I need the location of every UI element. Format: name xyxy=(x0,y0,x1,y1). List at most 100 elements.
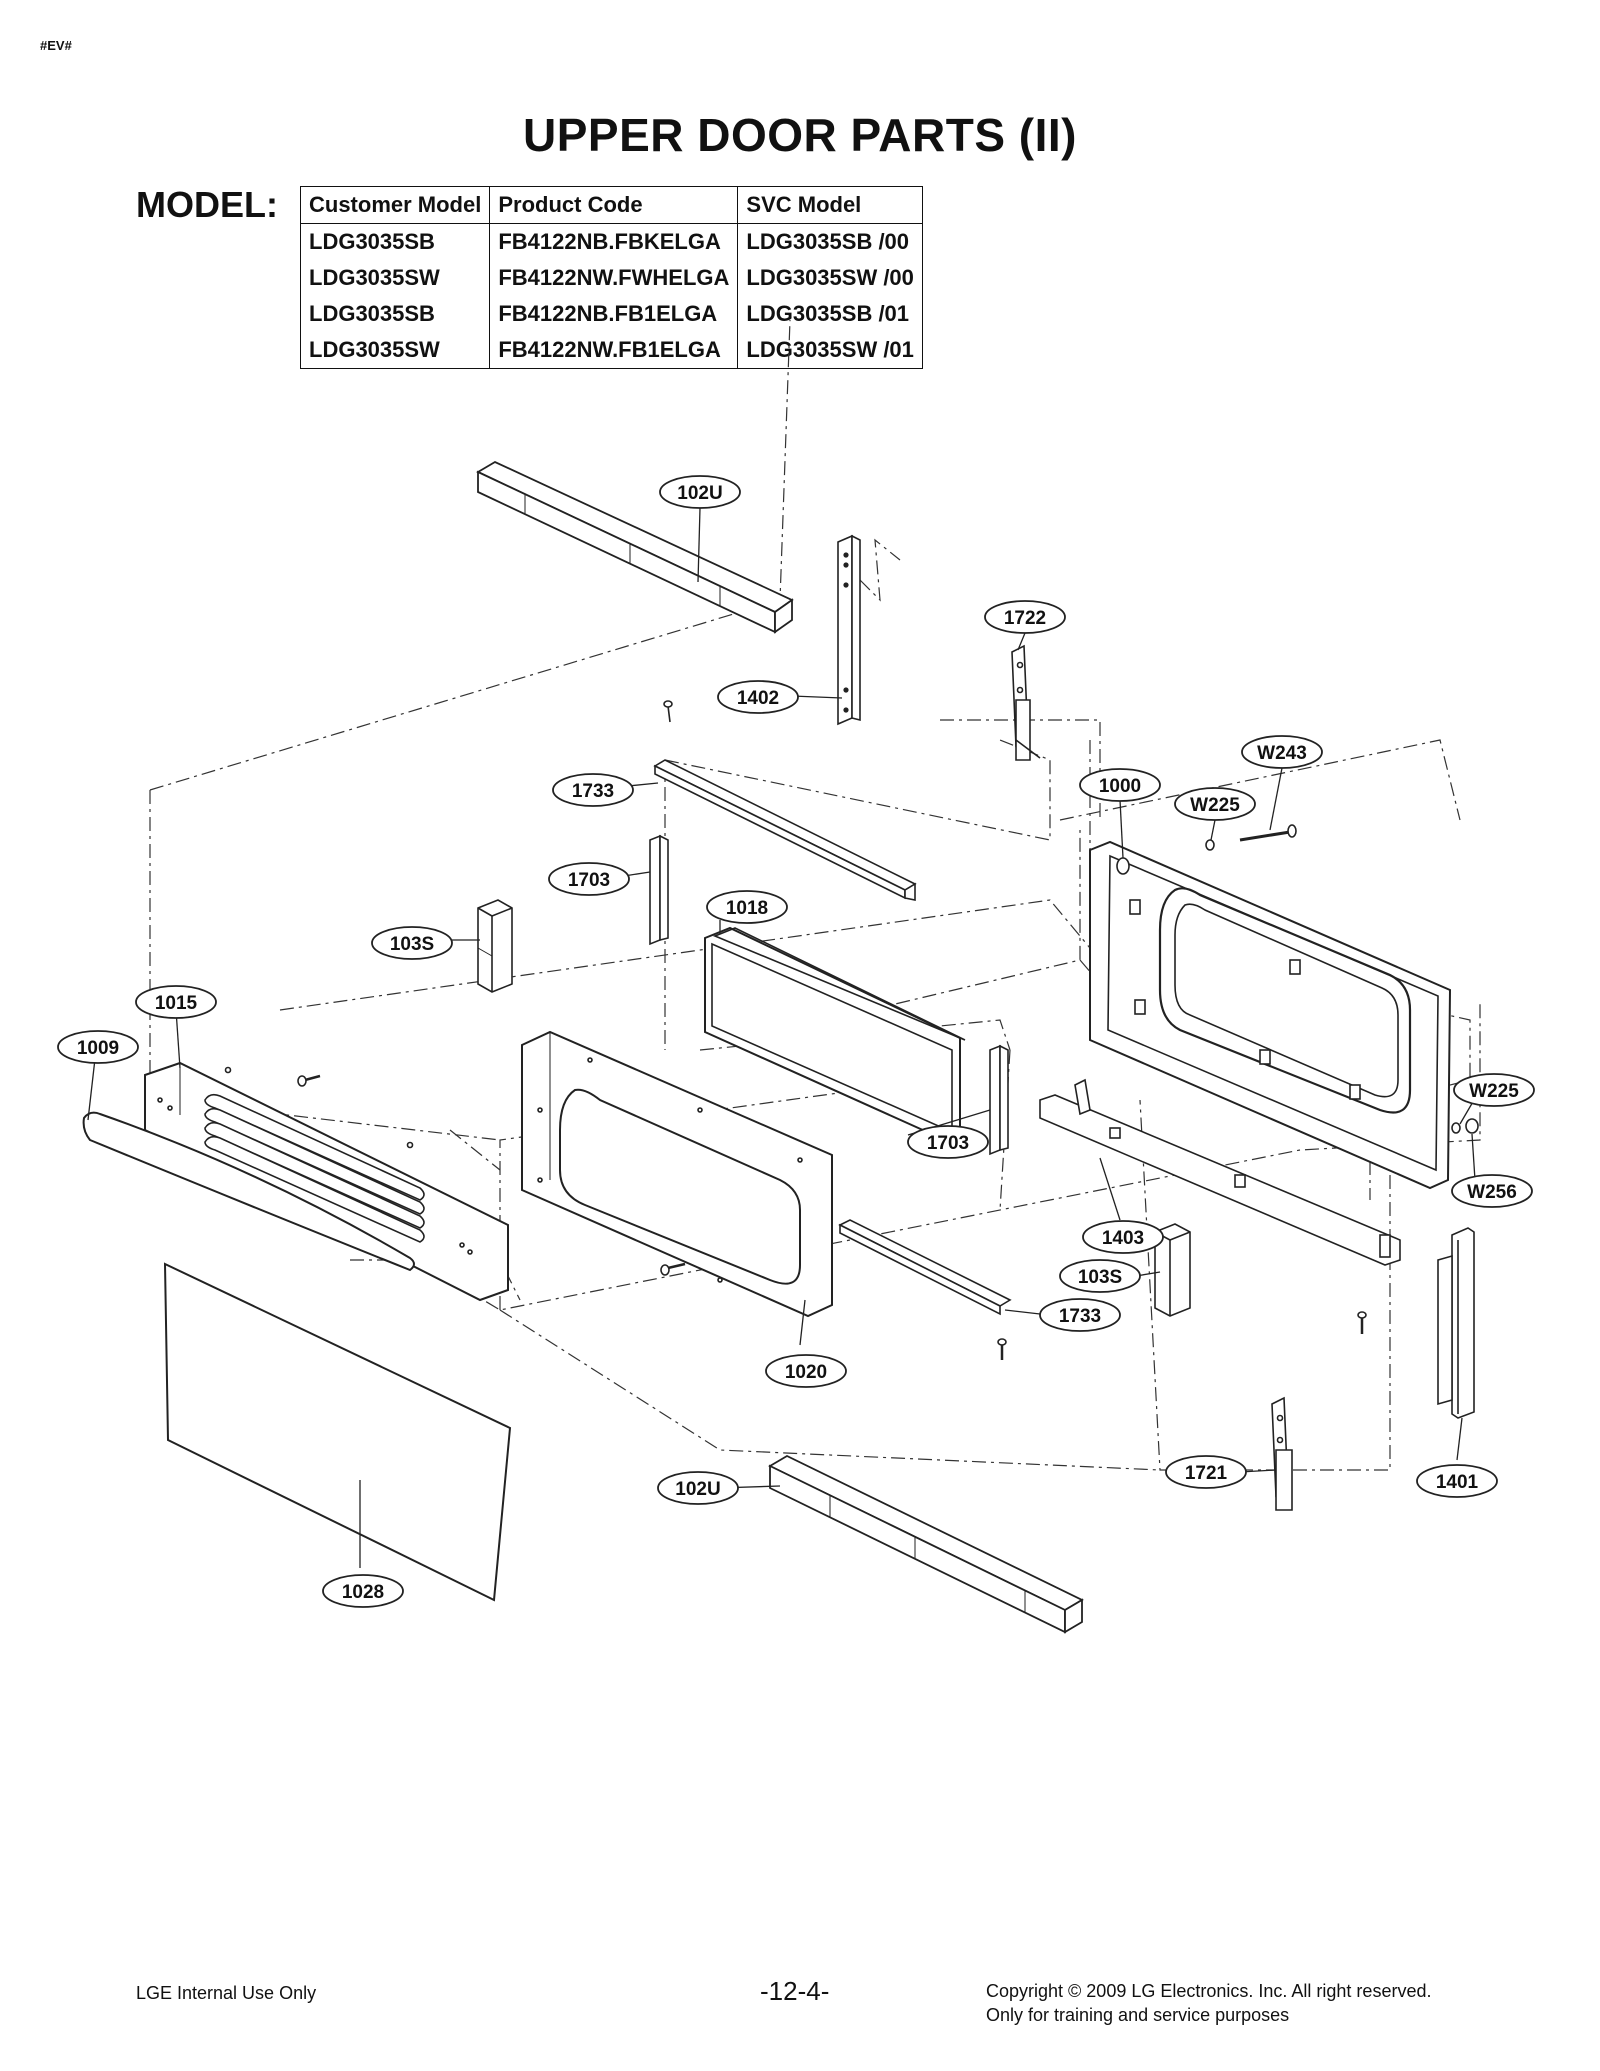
callout-label: 1000 xyxy=(1099,776,1141,797)
callout-bubble xyxy=(659,475,741,509)
cell-product-code: FB4122NB.FBKELGA xyxy=(489,223,739,260)
part-1015-control-panel xyxy=(144,1061,509,1302)
corner-tag: #EV# xyxy=(40,38,72,53)
cell-product-code: FB4122NB.FB1ELGA xyxy=(489,296,739,332)
cell-customer-model: LDG3035SW xyxy=(299,332,491,369)
footer-copyright: Copyright © 2009 LG Electronics. Inc. Al… xyxy=(986,1979,1431,2027)
callout-label: 1402 xyxy=(737,688,779,709)
column-header-customer-model: Customer Model xyxy=(299,186,491,224)
callout-bubble xyxy=(1453,1073,1535,1107)
part-1703-left-channel xyxy=(649,834,669,946)
part-1703-right-channel xyxy=(989,1044,1009,1156)
part-1401-side-bracket xyxy=(1437,1227,1475,1419)
part-1020-inner-door-panel xyxy=(521,1030,833,1318)
part-screws-lower xyxy=(660,1262,1367,1360)
callout-bubble xyxy=(1416,1464,1498,1498)
callout-bubble xyxy=(1079,768,1161,802)
callout-label: 1028 xyxy=(342,1582,384,1603)
part-1009-handle xyxy=(82,1111,415,1272)
callout-label: 1020 xyxy=(785,1362,827,1383)
table-header-row: Customer Model Product Code SVC Model xyxy=(299,186,923,224)
footer-copyright-line2: Only for training and service purposes xyxy=(986,2005,1290,2025)
callout-bubble xyxy=(1241,735,1323,769)
callout-label: 1722 xyxy=(1004,608,1046,629)
part-w243-screw xyxy=(1239,824,1297,842)
callout-bubble xyxy=(1039,1298,1121,1332)
footer-internal-use: LGE Internal Use Only xyxy=(136,1983,317,2003)
cell-svc-model: LDG3035SB /00 xyxy=(737,223,923,260)
column-header-svc-model: SVC Model xyxy=(737,186,923,224)
callout-bubble xyxy=(1165,1455,1247,1489)
callout-label: 1015 xyxy=(155,993,198,1014)
callout-bubble xyxy=(1451,1174,1533,1208)
callout-label: 1401 xyxy=(1436,1472,1479,1493)
part-1733-bottom-channel xyxy=(838,1219,1012,1316)
callout-bubble xyxy=(371,926,453,960)
part-screws-control-panel xyxy=(224,1066,414,1149)
part-w225-washer-top xyxy=(1205,839,1215,851)
callout-label: 102U xyxy=(675,1479,720,1500)
callout-label: 102U xyxy=(677,483,722,504)
callout-label: W243 xyxy=(1257,743,1307,764)
callout-bubble xyxy=(717,680,799,714)
callout-bubble xyxy=(706,890,788,924)
part-1403-bottom-bracket xyxy=(1039,1078,1401,1266)
callout-label: 1009 xyxy=(77,1038,119,1059)
cell-product-code: FB4122NW.FWHELGA xyxy=(489,260,739,296)
callout-bubble xyxy=(548,862,630,896)
callout-bubble xyxy=(907,1125,989,1159)
page-title: UPPER DOOR PARTS (II) xyxy=(522,109,1077,161)
table-row: LDG3035SB FB4122NB.FBKELGA LDG3035SB /00 xyxy=(299,223,923,260)
part-103s-block-lower xyxy=(1154,1223,1191,1317)
callout-bubble xyxy=(57,1030,139,1064)
callout-bubble xyxy=(1174,787,1256,821)
callout-label: W256 xyxy=(1467,1182,1517,1203)
cell-customer-model: LDG3035SB xyxy=(299,296,491,332)
table-row: LDG3035SW FB4122NW.FB1ELGA LDG3035SW /01 xyxy=(299,332,923,369)
callout-label: 1733 xyxy=(572,781,614,802)
callout-label: 1403 xyxy=(1102,1228,1144,1249)
part-screw-top xyxy=(663,700,673,723)
callout-label: 1018 xyxy=(726,898,768,919)
footer-copyright-line1: Copyright © 2009 LG Electronics. Inc. Al… xyxy=(986,1981,1432,2001)
part-1733-top-channel xyxy=(653,759,917,901)
model-table: Customer Model Product Code SVC Model LD… xyxy=(299,186,923,369)
cell-svc-model: LDG3035SB /01 xyxy=(737,296,923,332)
callout-bubble xyxy=(1082,1220,1164,1254)
cell-product-code: FB4122NW.FB1ELGA xyxy=(489,332,739,369)
part-1402-vertical-bracket xyxy=(837,534,861,726)
callout-label: W225 xyxy=(1190,795,1240,816)
callout-bubble xyxy=(552,773,634,807)
cell-svc-model: LDG3035SW /00 xyxy=(737,260,923,296)
callout-bubble xyxy=(765,1354,847,1388)
part-102u-top-bar xyxy=(476,460,794,634)
callout-label: 103S xyxy=(1078,1267,1122,1288)
callout-bubble xyxy=(1059,1259,1141,1293)
part-1028-front-glass xyxy=(163,1262,512,1602)
part-w256-nut xyxy=(1465,1118,1479,1134)
callout-label: 103S xyxy=(390,934,434,955)
column-header-product-code: Product Code xyxy=(489,186,739,224)
cell-customer-model: LDG3035SW xyxy=(299,260,491,296)
model-label: MODEL: xyxy=(136,184,278,225)
part-1722-hinge xyxy=(1011,644,1041,761)
callout-bubble xyxy=(657,1471,739,1505)
table-row: LDG3035SB FB4122NB.FB1ELGA LDG3035SB /01 xyxy=(299,296,923,332)
callout-label: W225 xyxy=(1469,1081,1519,1102)
table-row: LDG3035SW FB4122NW.FWHELGA LDG3035SW /00 xyxy=(299,260,923,296)
part-1721-hinge xyxy=(1271,1396,1293,1511)
callout-bubble xyxy=(984,600,1066,634)
callout-bubbles xyxy=(57,475,1535,1608)
callout-label: 1703 xyxy=(927,1133,969,1154)
cell-customer-model: LDG3035SB xyxy=(299,223,491,260)
part-102u-bottom-bar xyxy=(768,1454,1084,1634)
footer-page-number: -12-4- xyxy=(760,1976,830,2006)
callout-bubble xyxy=(322,1574,404,1608)
callout-labels: 102U 1722 1402 W243 1000 W225 1733 1703 … xyxy=(77,483,1519,1603)
callout-label: 1703 xyxy=(568,870,610,891)
cell-svc-model: LDG3035SW /01 xyxy=(737,332,923,369)
callout-label: 1733 xyxy=(1059,1306,1101,1327)
callout-leader-lines xyxy=(87,507,1476,1568)
callout-label: 1721 xyxy=(1185,1463,1228,1484)
